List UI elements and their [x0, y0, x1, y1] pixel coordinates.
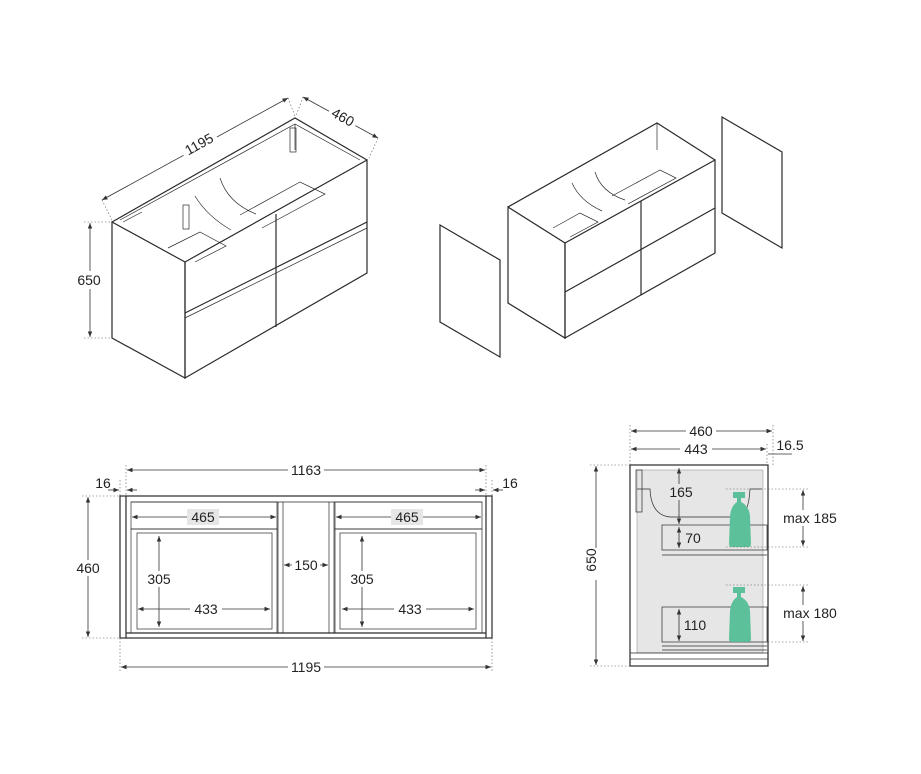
height-label: 650 [77, 272, 101, 288]
body-side [507, 205, 566, 340]
side-left-label: 16 [95, 475, 111, 491]
right-drawer-inner-width: 433 [398, 601, 422, 617]
isometric-view: 1195 460 650 [74, 96, 379, 380]
side-right-label: 16 [502, 475, 518, 491]
max-top-label: max 185 [783, 510, 837, 526]
left-drawer-inner-width: 433 [194, 601, 218, 617]
bottle-icon [729, 492, 751, 547]
panel-thickness-label: 16.5 [776, 437, 803, 453]
left-side-panel [111, 220, 186, 380]
loose-side-panel-right [721, 115, 783, 250]
side-section-view: 460 443 16.5 650 165 70 110 max 185 max … [583, 423, 838, 667]
front-height-label: 460 [76, 560, 100, 576]
center-gap-label: 150 [294, 557, 318, 573]
right-drawer-top-width: 465 [395, 509, 419, 525]
top-rim [111, 117, 368, 223]
max-bottom-label: max 180 [783, 605, 837, 621]
left-drawer-top-width: 465 [191, 509, 215, 525]
top-clearance-label: 165 [669, 484, 693, 500]
loose-side-panel-left [439, 223, 501, 359]
top-drawer-label: 70 [685, 530, 701, 546]
left-drawer-height: 305 [147, 571, 171, 587]
front-drawers [564, 158, 716, 340]
right-drawer-height: 305 [350, 571, 374, 587]
exploded-view [439, 115, 783, 359]
overall-width-label: 1195 [291, 659, 321, 675]
side-depth-label: 460 [689, 423, 713, 439]
front-plan-view: 1163 16 16 1195 460 465 465 305 433 305 … [73, 462, 518, 675]
side-height-label: 650 [583, 548, 599, 572]
inner-width-label: 1163 [291, 462, 321, 478]
front-drawers [184, 158, 368, 380]
bottom-drawer-label: 110 [684, 617, 707, 633]
side-inner-depth-label: 443 [684, 441, 708, 457]
bottle-icon [729, 587, 751, 642]
